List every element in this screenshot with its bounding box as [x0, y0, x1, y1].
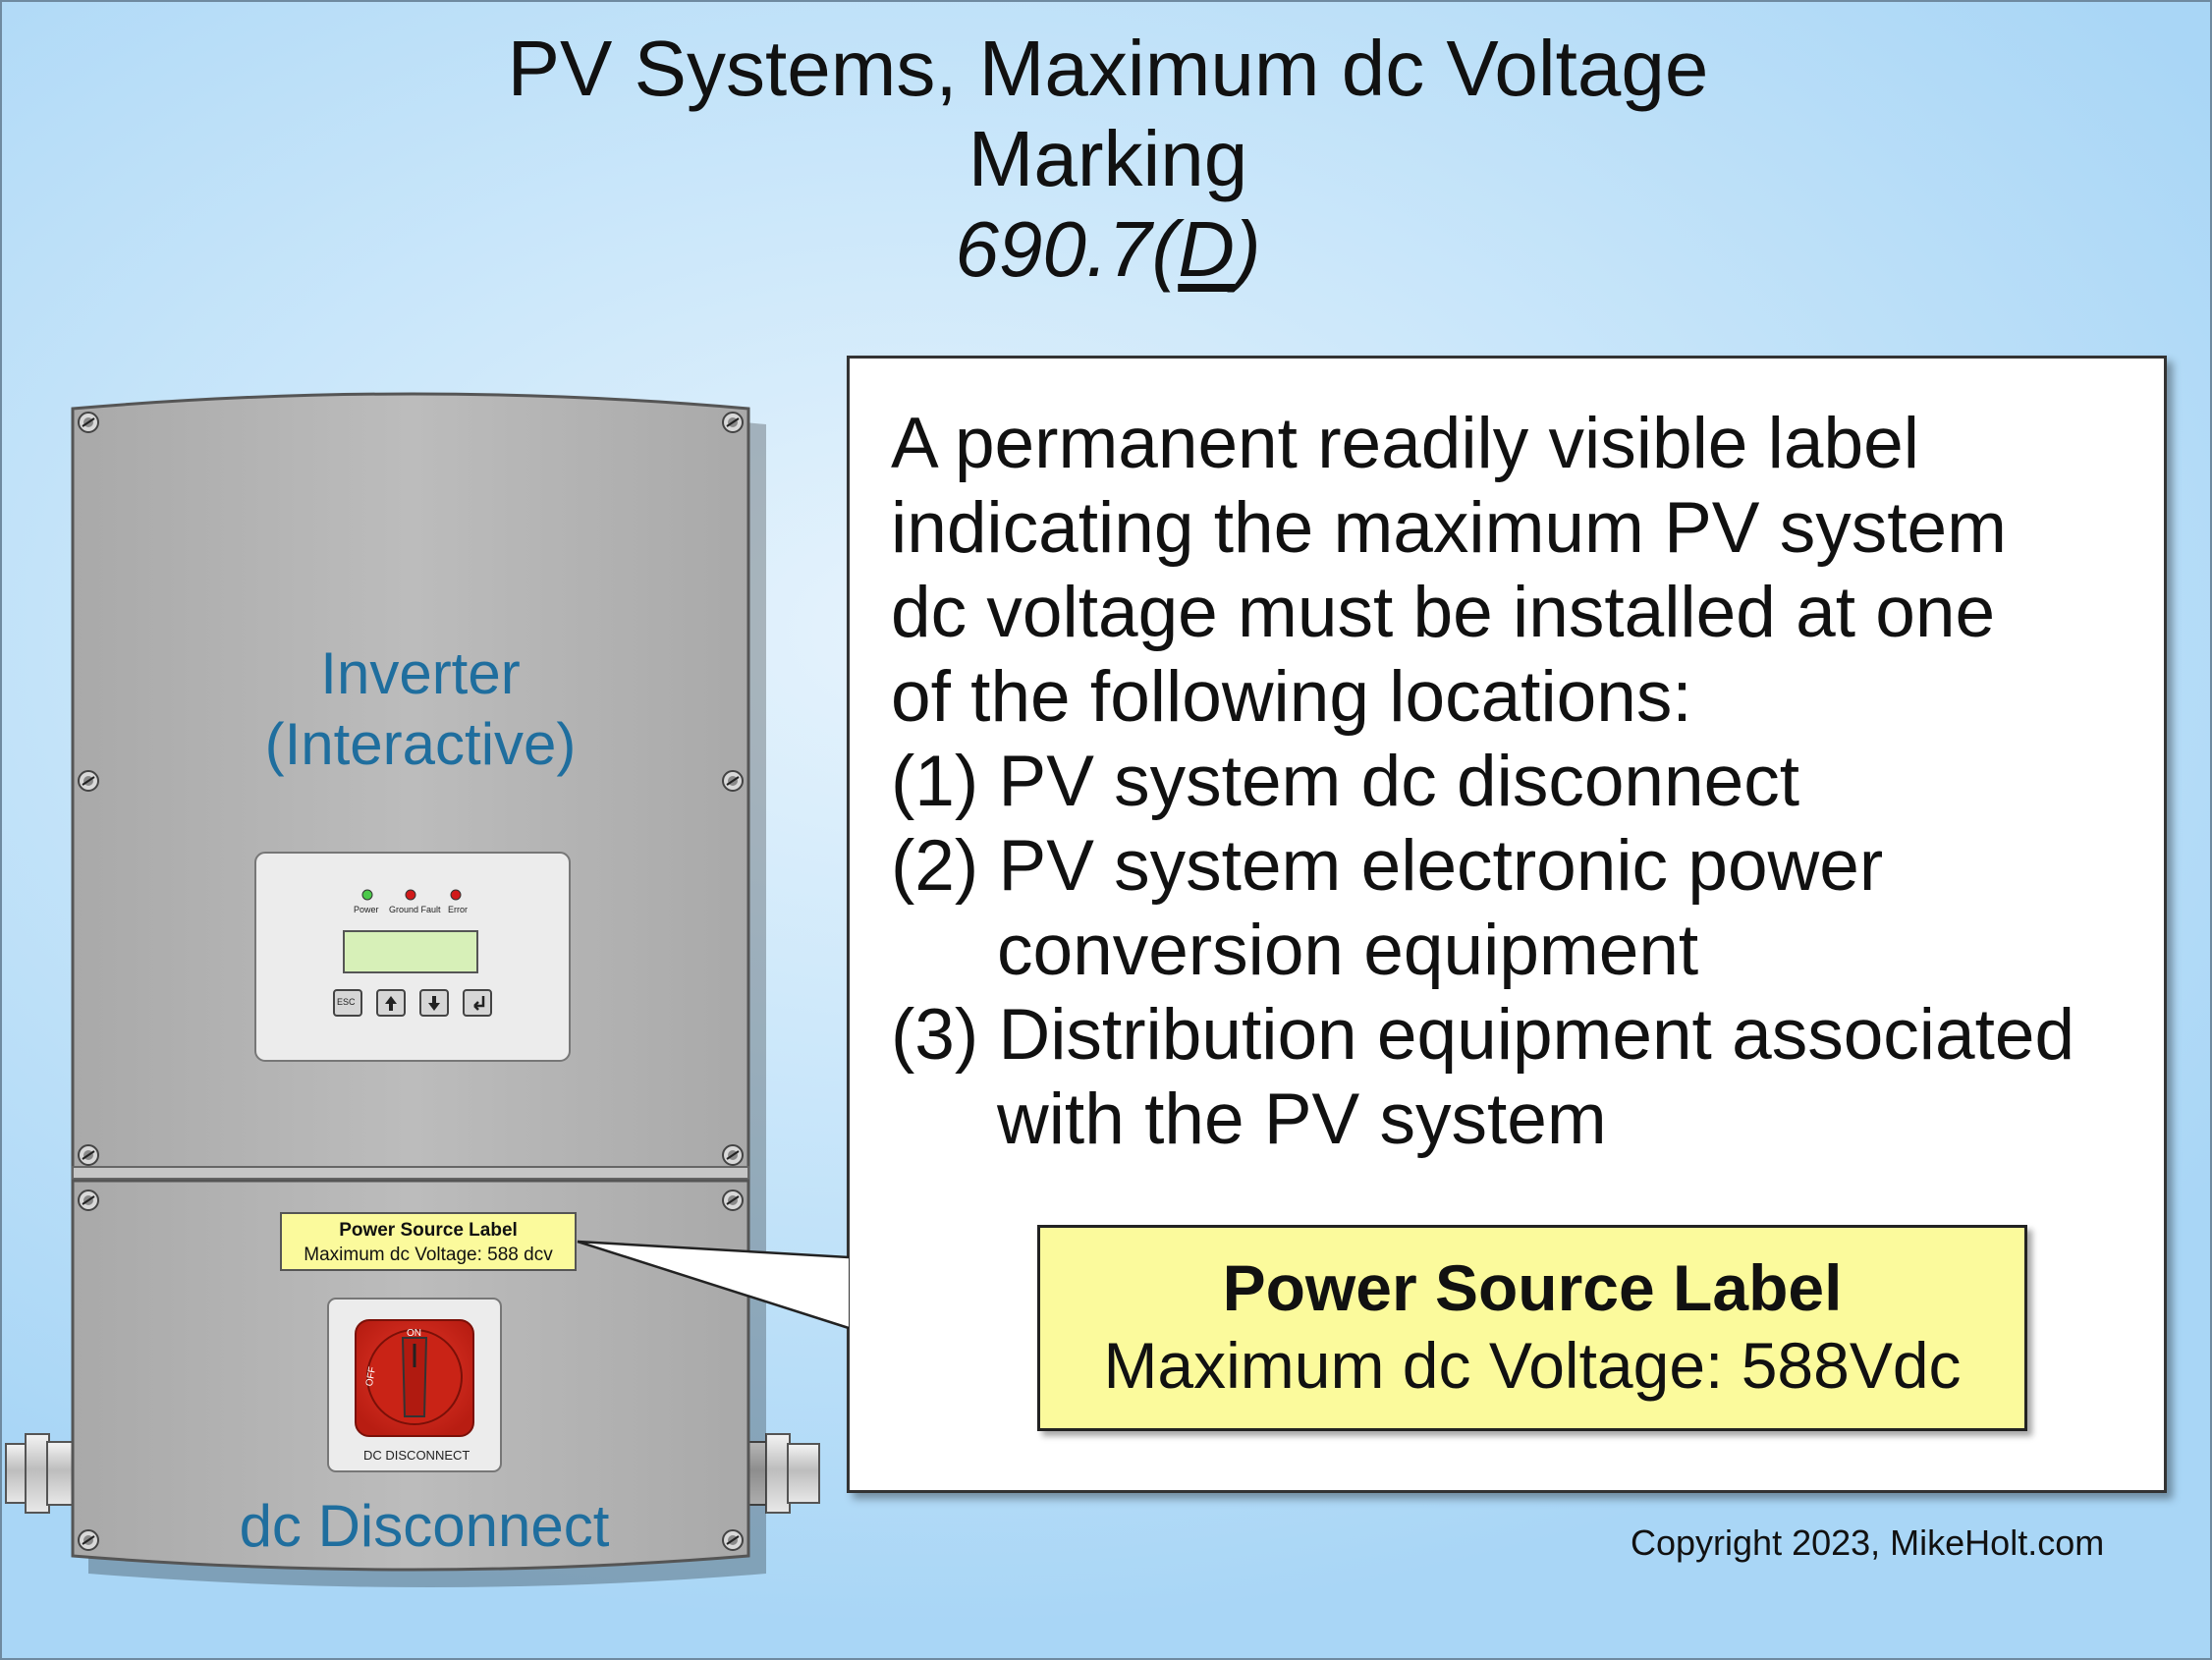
- ground-fault-led-icon: [405, 889, 416, 901]
- callout-list-item-1: (1) PV system dc disconnect: [891, 742, 1800, 821]
- screw-icon: [722, 1529, 744, 1551]
- disconnect-knob-handle[interactable]: [401, 1337, 428, 1417]
- title-line-2: Marking: [968, 115, 1248, 202]
- title-line-1: PV Systems, Maximum dc Voltage: [507, 25, 1709, 112]
- screw-icon: [78, 1144, 99, 1166]
- esc-button[interactable]: [333, 989, 362, 1017]
- inverter-label: Inverter (Interactive): [224, 638, 617, 780]
- up-arrow-button[interactable]: [376, 989, 406, 1017]
- page-title: PV Systems, Maximum dc Voltage Marking 6…: [2, 24, 2210, 295]
- callout-box: A permanent readily visible label indica…: [847, 356, 2167, 1493]
- code-ref-suffix: ): [1234, 205, 1261, 293]
- enter-icon: [473, 996, 485, 1011]
- screw-icon: [722, 770, 744, 792]
- ground-fault-led-label: Ground Fault: [389, 905, 441, 914]
- cable-gland-right: [742, 1433, 820, 1514]
- equipment-power-source-label: Power Source Label Maximum dc Voltage: 5…: [280, 1212, 577, 1271]
- code-ref-prefix: 690.7(: [955, 205, 1179, 293]
- enter-button[interactable]: [463, 989, 492, 1017]
- up-arrow-icon: [385, 996, 397, 1011]
- screw-icon: [722, 1190, 744, 1211]
- callout-list-item-2-continued: conversion equipment: [997, 911, 1699, 990]
- equipment-label-heading: Power Source Label: [339, 1220, 518, 1241]
- cable-gland-left: [5, 1433, 74, 1514]
- inverter-label-line-2: (Interactive): [264, 711, 577, 777]
- big-label-heading: Power Source Label: [1222, 1251, 1843, 1324]
- inverter-label-line-1: Inverter: [320, 640, 521, 706]
- enclosure-seam: [72, 1166, 749, 1180]
- screw-icon: [78, 770, 99, 792]
- inverter-enclosure: [71, 392, 750, 1181]
- switch-on-label: ON: [407, 1328, 421, 1339]
- screw-icon: [78, 1190, 99, 1211]
- down-arrow-icon: [428, 996, 440, 1011]
- screw-icon: [78, 1529, 99, 1551]
- power-led-label: Power: [354, 905, 379, 914]
- error-led-label: Error: [448, 905, 468, 914]
- callout-text: A permanent readily visible label indica…: [891, 402, 2158, 1162]
- screw-icon: [722, 1144, 744, 1166]
- power-led-icon: [361, 889, 373, 901]
- callout-list-item-2: (2) PV system electronic power: [891, 826, 1884, 906]
- big-label-value: Maximum dc Voltage: 588Vdc: [1103, 1329, 1962, 1402]
- code-ref-letter: D: [1178, 205, 1235, 293]
- screw-icon: [722, 412, 744, 433]
- esc-button-label: ESC: [337, 997, 356, 1007]
- error-led-icon: [450, 889, 462, 901]
- callout-line: dc voltage must be installed at one: [891, 573, 1996, 652]
- dc-disconnect-label: dc Disconnect: [239, 1493, 610, 1559]
- code-reference: 690.7(D): [2, 204, 2210, 295]
- lcd-display: [343, 930, 478, 973]
- callout-line: A permanent readily visible label: [891, 404, 1919, 483]
- power-source-label-enlarged: Power Source Label Maximum dc Voltage: 5…: [1037, 1225, 2027, 1431]
- callout-line: indicating the maximum PV system: [891, 488, 2007, 568]
- down-arrow-button[interactable]: [419, 989, 449, 1017]
- switch-caption: DC DISCONNECT: [363, 1448, 470, 1463]
- copyright-text: Copyright 2023, MikeHolt.com: [1631, 1522, 2105, 1563]
- callout-list-item-3: (3) Distribution equipment associated: [891, 995, 2075, 1075]
- equipment-label-value: Maximum dc Voltage: 588 dcv: [304, 1245, 553, 1265]
- screw-icon: [78, 412, 99, 433]
- callout-list-item-3-continued: with the PV system: [997, 1079, 1607, 1159]
- callout-line: of the following locations:: [891, 657, 1692, 737]
